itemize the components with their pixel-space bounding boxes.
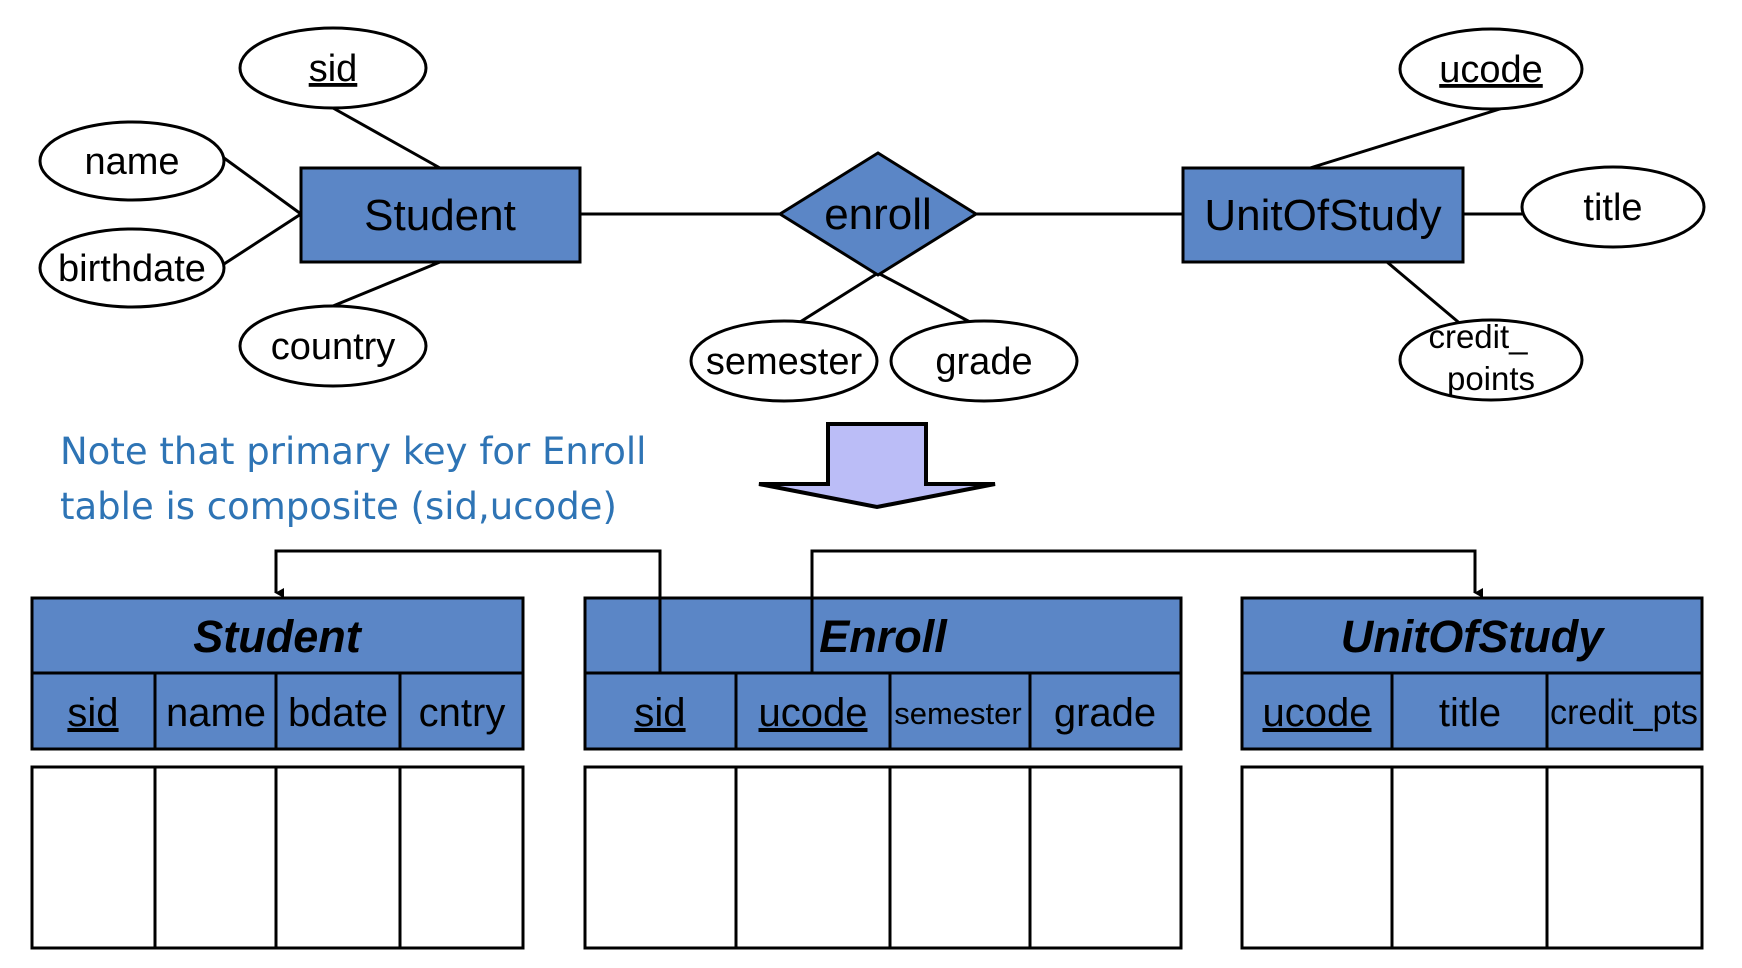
- note-line-1: Note that primary key for Enroll: [60, 430, 647, 473]
- student-col-sid: sid: [67, 691, 118, 735]
- sid-attribute: [238, 26, 428, 110]
- unitofstudy-col-title: title: [1439, 691, 1501, 735]
- sid-attribute-label: sid: [309, 48, 358, 90]
- unitofstudy-table-columns-row: [1240, 671, 1704, 751]
- birthdate-attribute: [38, 227, 226, 309]
- enroll-table-columns-row: [583, 671, 1183, 751]
- unitofstudy-col-ucode: ucode: [1263, 691, 1372, 735]
- student-table: Student sid name bdate cntry: [30, 596, 525, 950]
- connector-name-student: [223, 156, 302, 216]
- enroll-col-grade: grade: [1054, 691, 1156, 735]
- semester-attribute-label: semester: [706, 341, 863, 383]
- enroll-table-header: [583, 596, 1183, 675]
- country-attribute-label: country: [271, 326, 396, 368]
- connector-semester-enroll: [799, 271, 879, 324]
- unitofstudy-table-title: UnitOfStudy: [1341, 611, 1605, 662]
- unitofstudy-col-credit-pts: credit_pts: [1550, 693, 1698, 732]
- student-entity-label: Student: [364, 191, 516, 240]
- unitofstudy-entity: [1181, 166, 1465, 264]
- unitofstudy-table-body: [1240, 765, 1704, 950]
- connector-credit-unit: [1386, 260, 1464, 328]
- note-line-2: table is composite (sid,ucode): [60, 485, 617, 528]
- enroll-relationship: [777, 151, 979, 277]
- enroll-col-sid: sid: [634, 691, 685, 735]
- connector-country-student: [332, 260, 441, 308]
- grade-attribute-label: grade: [935, 341, 1032, 383]
- enroll-col-ucode: ucode: [759, 691, 868, 735]
- name-attribute-label: name: [84, 141, 179, 183]
- country-attribute: [238, 304, 428, 388]
- credit-points-attribute-line2: points: [1447, 360, 1535, 397]
- birthdate-attribute-label: birthdate: [58, 248, 206, 290]
- connector-birthdate-student: [223, 212, 302, 266]
- name-attribute: [38, 120, 226, 202]
- unitofstudy-entity-label: UnitOfStudy: [1204, 191, 1441, 240]
- student-table-title: Student: [193, 611, 362, 662]
- unitofstudy-table-header: [1240, 596, 1704, 675]
- ucode-attribute: [1398, 27, 1584, 111]
- er-connectors: [223, 106, 1524, 328]
- credit-points-attribute: [1398, 318, 1584, 402]
- composite-key-note: Note that primary key for Enroll table i…: [60, 424, 760, 534]
- student-col-cntry: cntry: [419, 691, 506, 735]
- title-attribute: [1520, 165, 1706, 249]
- unitofstudy-table: UnitOfStudy ucode title credit_pts: [1240, 596, 1704, 950]
- connector-sid-student: [332, 106, 441, 170]
- enroll-col-semester: semester: [894, 696, 1021, 731]
- student-col-name: name: [166, 691, 266, 735]
- credit-points-attribute-line1: credit_: [1428, 318, 1528, 355]
- grade-attribute: [889, 319, 1079, 403]
- connector-ucode-unit: [1309, 106, 1504, 170]
- enroll-table-title: Enroll: [819, 611, 948, 662]
- title-attribute-label: title: [1583, 187, 1642, 229]
- enroll-table: Enroll sid ucode semester grade: [583, 596, 1183, 950]
- student-col-bdate: bdate: [288, 691, 388, 735]
- enroll-relationship-label: enroll: [824, 190, 932, 239]
- semester-attribute: [689, 319, 879, 403]
- connector-grade-enroll: [877, 271, 971, 324]
- student-table-header: [30, 596, 525, 675]
- enroll-table-body: [583, 765, 1183, 950]
- ucode-attribute-label: ucode: [1439, 49, 1543, 91]
- student-entity: [299, 166, 582, 264]
- down-arrow-icon: [758, 422, 996, 510]
